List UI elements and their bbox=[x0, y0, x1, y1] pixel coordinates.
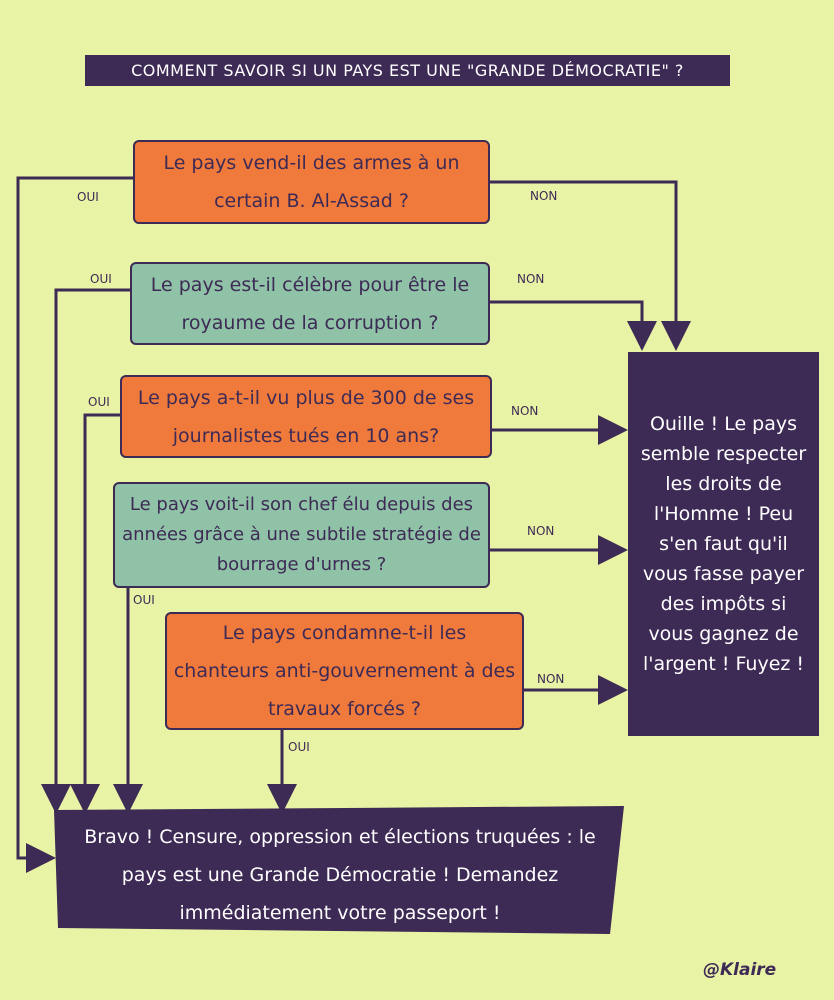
q2-oui-label: OUI bbox=[90, 272, 112, 286]
q2-non-label: NON bbox=[517, 272, 545, 286]
arrow-q3-oui bbox=[70, 413, 120, 814]
arrow-q2-non bbox=[490, 300, 657, 351]
result-non-text: Ouille ! Le pays semble respecter les dr… bbox=[640, 413, 807, 675]
q3-non-label: NON bbox=[511, 404, 539, 418]
q3-oui-label: OUI bbox=[88, 395, 110, 409]
question-3-box: Le pays a-t-il vu plus de 300 de ses jou… bbox=[120, 375, 492, 458]
arrow-q1-oui bbox=[16, 176, 133, 873]
q1-non-label: NON bbox=[530, 189, 558, 203]
question-5-box: Le pays condamne-t-il les chanteurs anti… bbox=[165, 612, 524, 730]
q4-non-label: NON bbox=[527, 524, 555, 538]
question-2-box: Le pays est-il célèbre pour être le roya… bbox=[130, 262, 490, 345]
result-oui-text: Bravo ! Censure, oppression et élections… bbox=[84, 826, 596, 924]
question-1-box: Le pays vend-il des armes à un certain B… bbox=[133, 140, 490, 224]
arrow-q1-non bbox=[490, 180, 691, 351]
result-non-box: Ouille ! Le pays semble respecter les dr… bbox=[628, 352, 819, 736]
q5-non-label: NON bbox=[537, 672, 565, 686]
question-4-box: Le pays voit-il son chef élu depuis des … bbox=[113, 482, 490, 588]
arrow-q2-oui bbox=[41, 288, 130, 814]
author-signature: @Klaire bbox=[703, 960, 777, 980]
q5-oui-label: OUI bbox=[288, 740, 310, 754]
q4-oui-label: OUI bbox=[133, 593, 155, 607]
diagram-title: COMMENT SAVOIR SI UN PAYS EST UNE "GRAND… bbox=[85, 55, 730, 86]
q1-oui-label: OUI bbox=[77, 190, 99, 204]
